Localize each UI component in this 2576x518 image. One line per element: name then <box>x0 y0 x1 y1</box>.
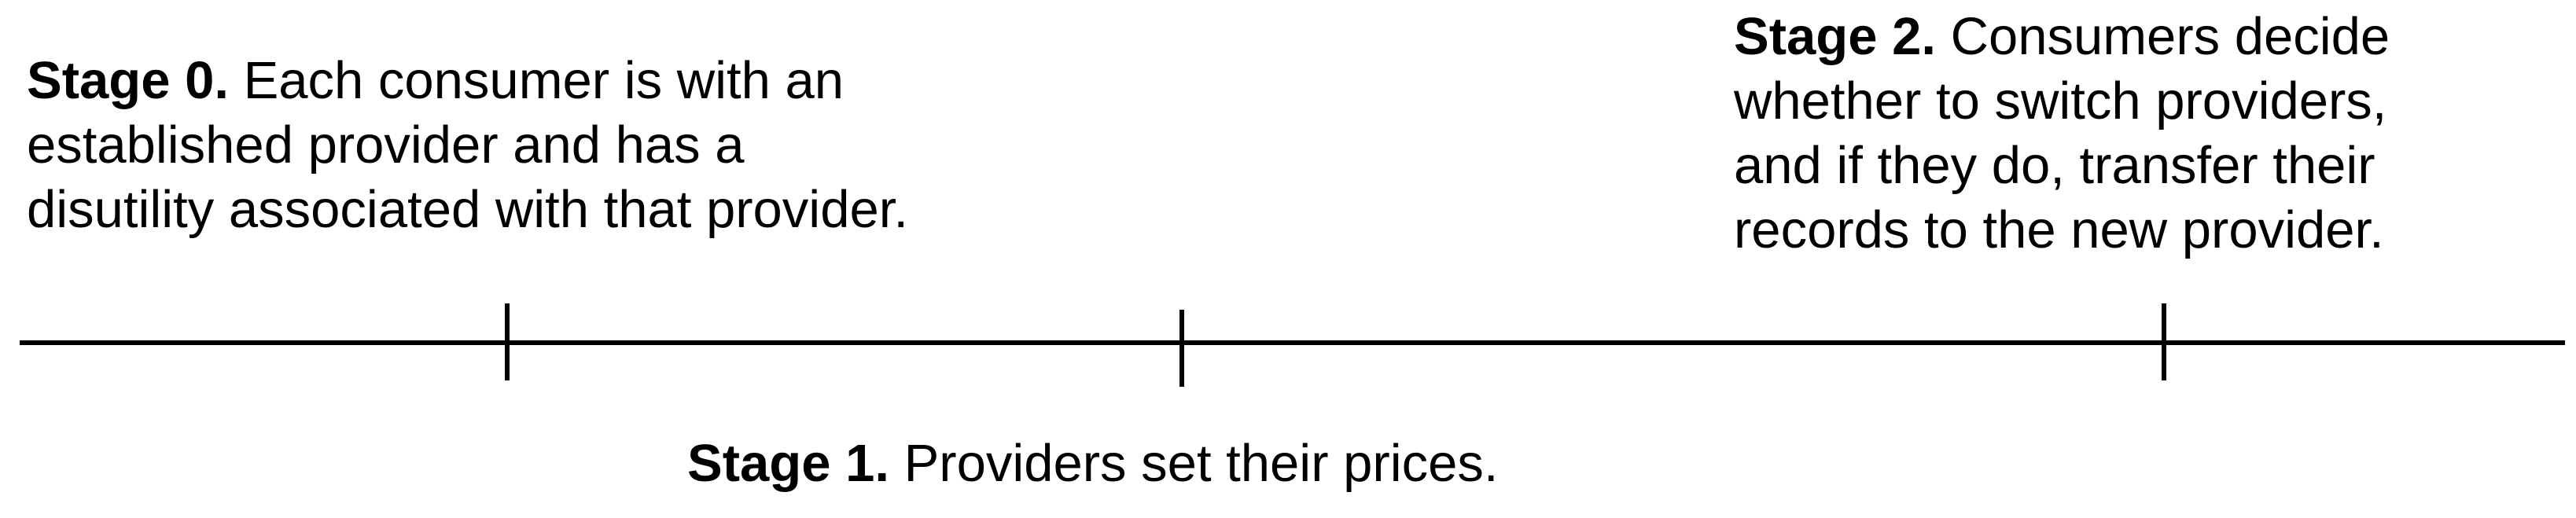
stage-1-line-1: Stage 1. Providers set their prices. <box>687 432 1788 496</box>
stage-2-text-1: Consumers decide <box>1950 7 2390 66</box>
stage-0-text-1: Each consumer is with an <box>243 51 844 110</box>
stage-1-text-1: Providers set their prices. <box>903 434 1499 493</box>
stage-0-line-1: Stage 0. Each consumer is with an <box>27 49 1143 113</box>
stage-2-line-1: Stage 2. Consumers decide <box>1734 5 2567 69</box>
stage-2-title: Stage 2. <box>1734 7 1936 66</box>
stage-1-title: Stage 1. <box>687 434 889 493</box>
stage-0-description: Stage 0. Each consumer is with an establ… <box>27 49 1143 242</box>
stage-2-line-3: and if they do, transfer their <box>1734 136 2375 195</box>
stage-2-description: Stage 2. Consumers decide whether to swi… <box>1734 5 2567 263</box>
stage-2-line-4: records to the new provider. <box>1734 200 2384 259</box>
stage-1-description: Stage 1. Providers set their prices. <box>687 432 1788 496</box>
stage-0-line-2: established provider and has a <box>27 116 745 175</box>
stage-2-line-2: whether to switch providers, <box>1734 72 2387 130</box>
stage-0-line-3: disutility associated with that provider… <box>27 180 908 239</box>
stage-0-title: Stage 0. <box>27 51 229 110</box>
